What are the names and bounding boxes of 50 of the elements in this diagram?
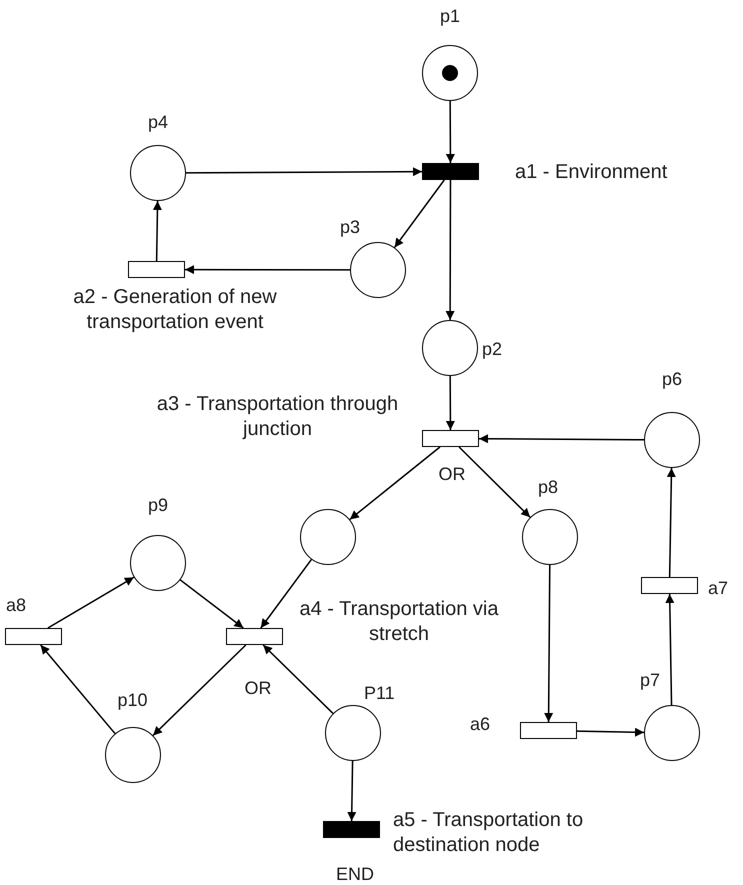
node-label: p2 [482,338,504,361]
arc-arrow [186,167,422,176]
node-label: p1 [438,5,462,28]
node-label: END [334,863,375,885]
arc-arrow [394,180,445,248]
arc-arrow [446,101,455,163]
arc-arrow [446,180,455,320]
node-label: OR [244,677,272,700]
transition-label: a3 - Transportation through junction [156,392,400,442]
arc-arrow [347,760,356,822]
arc-arrow [446,376,455,430]
arc-arrow [180,579,244,629]
node-label: a8 [6,594,28,617]
node-label: p7 [638,669,662,692]
node-label: p10 [116,689,149,712]
transition-box [226,628,283,645]
transition-box [128,261,185,278]
transition-label: a4 - Transportation via stretch [298,597,500,647]
arc-arrow [458,446,531,518]
arc-arrow [152,200,162,262]
arc-arrow [40,644,116,734]
arc-arrow [262,644,334,714]
arc-arrow [260,559,312,628]
arc-arrow [576,728,644,737]
arc-arrow [479,434,644,444]
arc-arrow [665,594,674,706]
transition-label: a2 - Generation of new transportation event [72,285,278,335]
arc-arrow [666,468,676,578]
arc-arrow [349,446,440,520]
transition-box [422,430,479,447]
transition-box [5,628,62,645]
node-label: P11 [364,682,396,705]
node-label: a6 [470,713,492,736]
arc-arrow [152,644,246,736]
node-label: p8 [538,476,560,499]
node-label: p6 [660,368,684,391]
arc-arrow [544,565,554,722]
node-label: p4 [146,111,170,134]
node-label: a7 [708,577,730,600]
arc-arrow [185,265,350,274]
transition-box [520,722,577,739]
transition-box [641,577,698,594]
transition-bar [323,821,380,838]
transition-bar [422,163,479,180]
transition-label: a5 - Transportation to destination node [393,808,584,858]
arc-arrow [48,576,134,629]
node-label: OR [438,463,466,486]
node-label: p9 [146,494,170,517]
transition-label: a1 - Environment [515,160,668,185]
node-label: p3 [338,216,362,239]
